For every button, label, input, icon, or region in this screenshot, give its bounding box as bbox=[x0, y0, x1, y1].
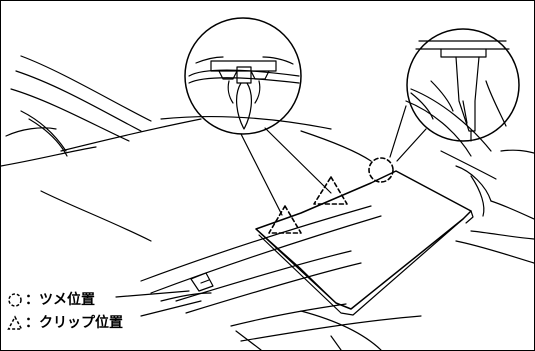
cover-panel bbox=[255, 170, 474, 316]
legend-leader-2 bbox=[140, 300, 202, 317]
dashed-triangle-icon bbox=[7, 315, 23, 331]
claw-position-marker bbox=[368, 157, 394, 183]
clip-position-markers bbox=[268, 176, 348, 234]
console-outline bbox=[1, 55, 372, 242]
floor-rails bbox=[140, 205, 422, 350]
dashed-circle-icon bbox=[7, 292, 23, 308]
legend-claw-label: ：ツメ位置 bbox=[25, 292, 95, 308]
legend-leader-1 bbox=[115, 290, 190, 298]
right-console-outline bbox=[405, 88, 534, 264]
clip-detail-callout bbox=[184, 17, 332, 216]
legend-claw-position: ：ツメ位置 bbox=[7, 291, 95, 309]
claw-detail-callout bbox=[389, 28, 520, 162]
legend-clip-position: ：クリップ位置 bbox=[7, 314, 123, 332]
legend-clip-label: ：クリップ位置 bbox=[25, 315, 123, 331]
